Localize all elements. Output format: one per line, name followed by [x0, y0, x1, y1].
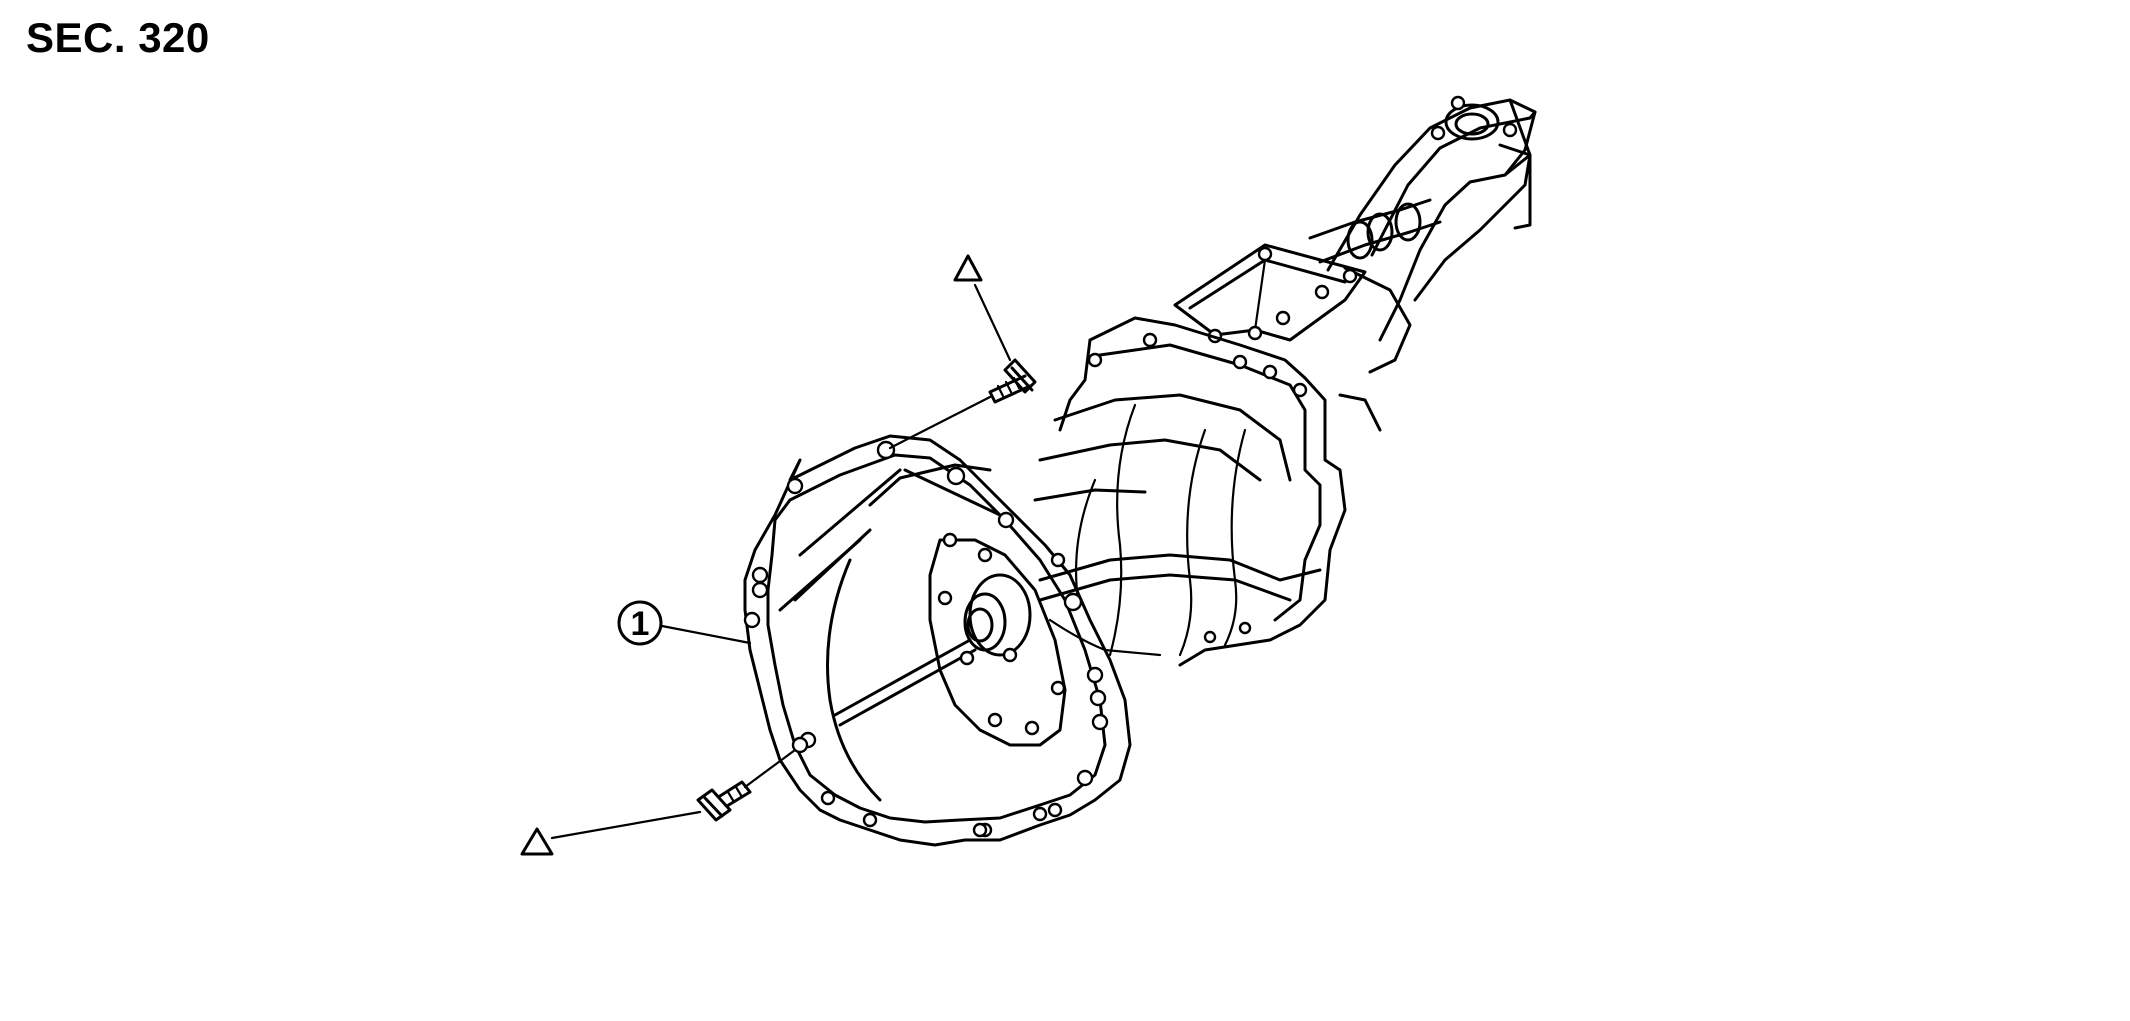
triangle-outline-icon [953, 254, 983, 282]
bell-housing [743, 434, 1132, 847]
callout-part-1-label: 1 [631, 605, 650, 643]
lower-bolt-leader [550, 810, 702, 840]
section-title: SEC. 320 [26, 14, 210, 61]
callout-part-1: 1 [617, 600, 663, 646]
upper-bolt [888, 358, 1037, 450]
main-case [1033, 316, 1347, 667]
upper-bolt-leader [973, 283, 1012, 362]
part-1-leader [660, 624, 752, 645]
triangle-outline-icon [520, 827, 554, 856]
rear-extension [1308, 95, 1537, 432]
lower-bolt [696, 748, 797, 822]
top-cover [1173, 243, 1367, 344]
